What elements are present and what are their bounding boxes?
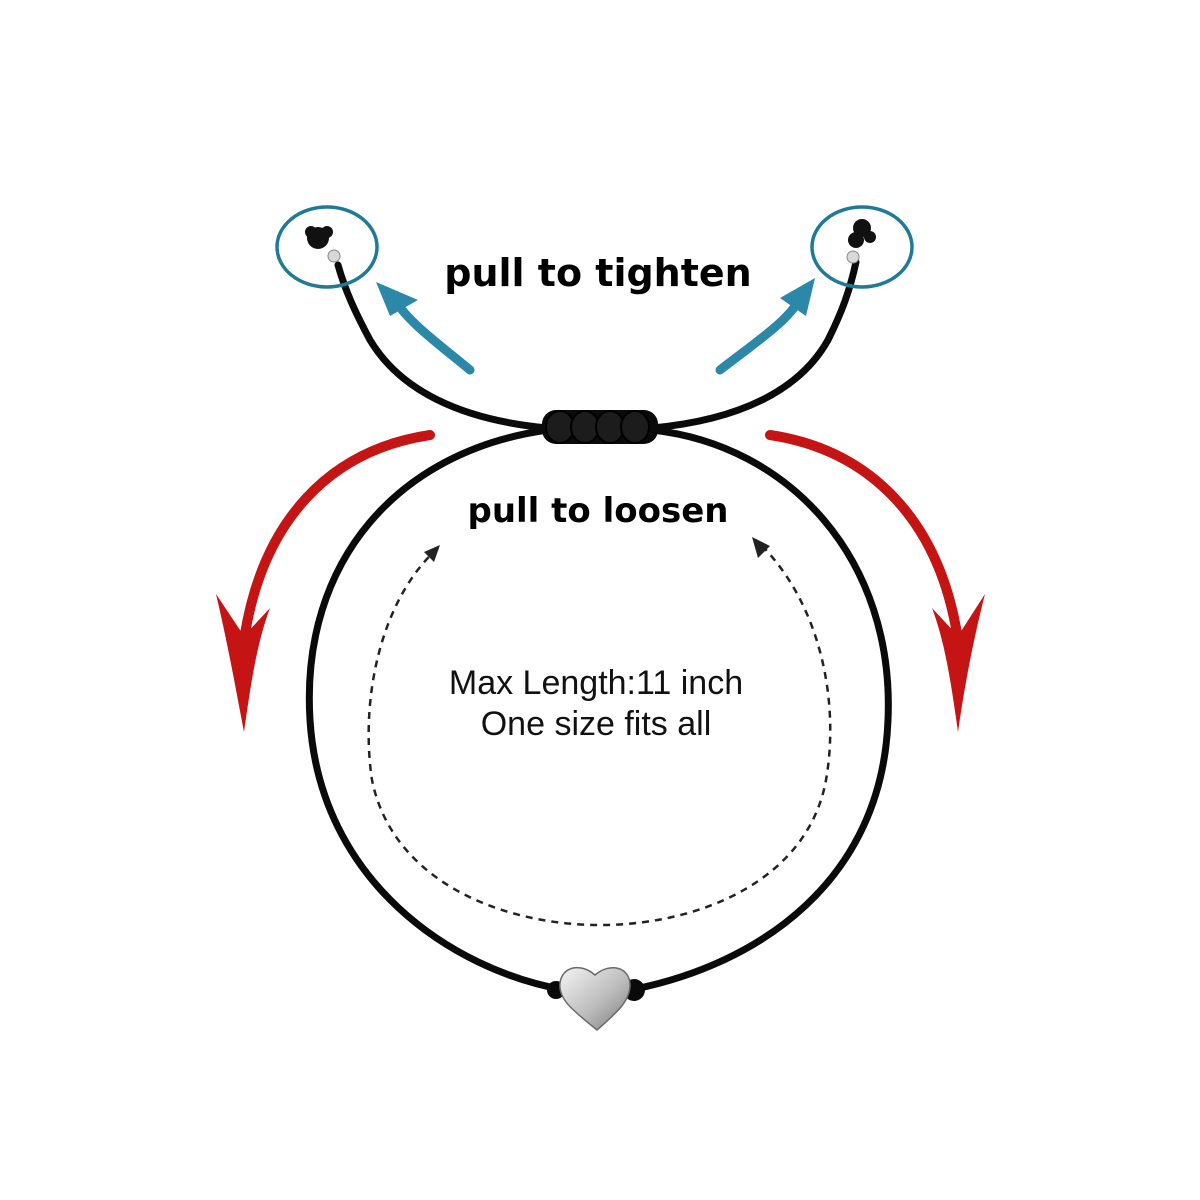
pull-to-loosen-label: pull to loosen <box>467 491 728 531</box>
max-length-text: Max Length:11 inch <box>449 664 743 702</box>
right-cord-tail <box>648 258 860 432</box>
sliding-knot <box>542 410 658 444</box>
dashed-circular-arrow-icon <box>367 539 832 927</box>
right-end-circle <box>810 205 914 289</box>
heart-icon <box>547 966 645 1031</box>
curved-arrow-up-icon <box>715 278 815 375</box>
left-cord-tail <box>334 261 552 432</box>
left-end-bead <box>327 249 341 263</box>
left-cord-end <box>275 205 379 289</box>
right-cord-end <box>810 205 914 289</box>
bracelet-cord-loop <box>305 426 569 994</box>
right-end-bead <box>846 250 860 264</box>
curved-arrow-up-icon <box>376 282 475 375</box>
pull-to-tighten-label: pull to tighten <box>444 251 751 295</box>
bracelet-cord-loop-right <box>626 426 892 994</box>
left-end-circle <box>275 205 379 289</box>
one-size-text: One size fits all <box>481 705 712 743</box>
curved-arrow-down-icon <box>216 430 435 732</box>
curved-arrow-down-icon <box>765 430 985 732</box>
